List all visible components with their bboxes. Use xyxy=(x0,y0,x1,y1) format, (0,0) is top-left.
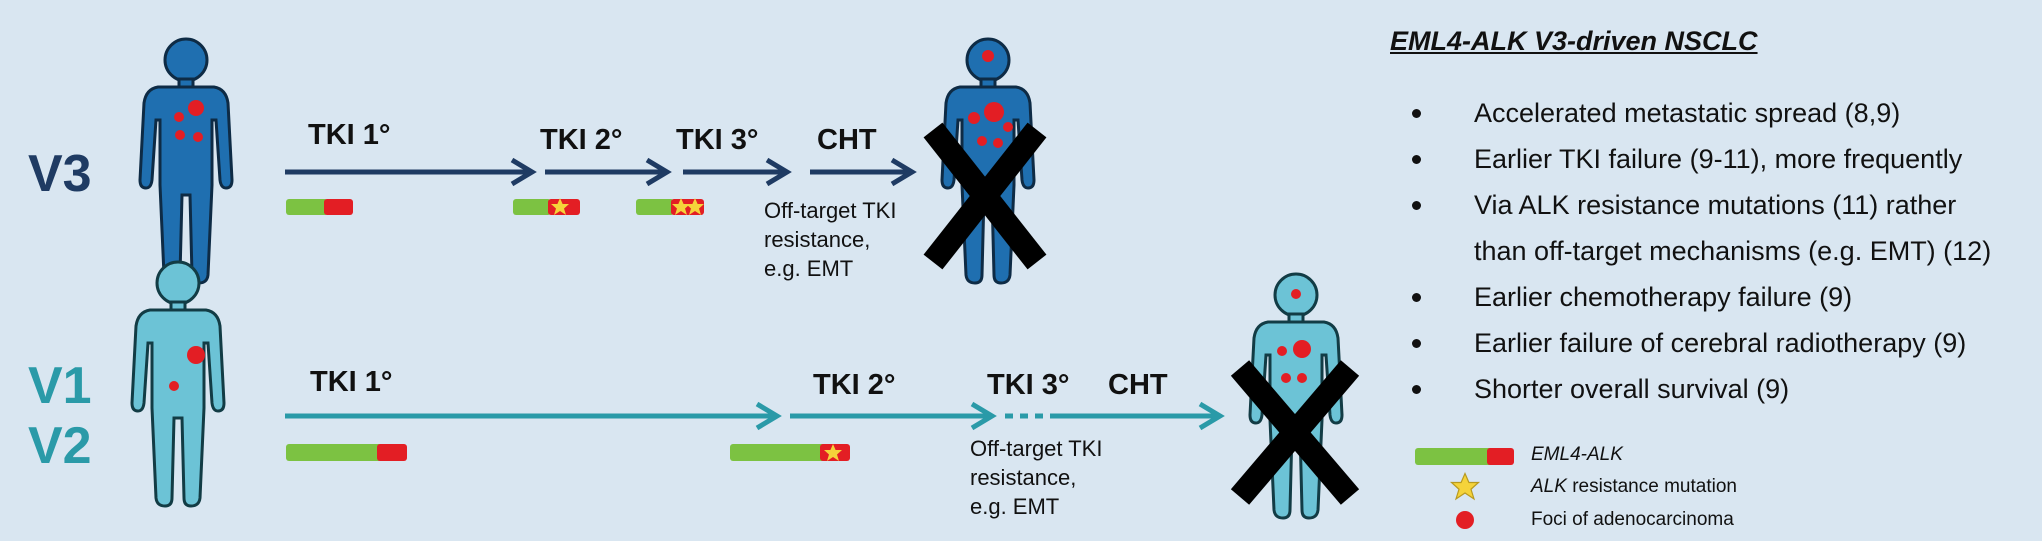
legend-mutation-label: ALK resistance mutation xyxy=(1531,476,1737,498)
finding-text: Earlier failure of cerebral radiotherapy… xyxy=(1474,328,1967,358)
label-v3-tki2: TKI 2° xyxy=(540,124,623,156)
person-v3-start xyxy=(138,37,234,285)
arrow-v3-cht xyxy=(810,157,917,187)
fusion-bar-v12-1 xyxy=(286,444,407,461)
death-cross-v12 xyxy=(1230,360,1360,505)
bullet-dot-icon xyxy=(1412,155,1421,164)
finding-text: than off-target mechanisms (e.g. EMT) (1… xyxy=(1474,236,1992,266)
finding-item: Earlier TKI failure (9-11), more frequen… xyxy=(1412,136,2042,182)
variant-label-v1: V1 xyxy=(28,357,92,415)
legend-foci-label: Foci of adenocarcinoma xyxy=(1531,509,1734,530)
arrow-v3-tki1 xyxy=(285,157,537,187)
label-v12-tki3: TKI 3° xyxy=(987,369,1070,401)
legend-fusion-label: EML4-ALK xyxy=(1531,444,1623,465)
person-v12-start xyxy=(130,260,226,508)
label-v3-tki1: TKI 1° xyxy=(308,119,391,151)
arrow-v12-tki2 xyxy=(790,401,997,431)
person-v12-end xyxy=(1248,272,1344,520)
note-v3-line3: e.g. EMT xyxy=(764,256,854,281)
label-v12-tki2: TKI 2° xyxy=(813,369,896,401)
findings-list: Accelerated metastatic spread (8,9) Earl… xyxy=(1412,90,2042,412)
finding-text: Shorter overall survival (9) xyxy=(1474,374,1790,404)
death-cross-v3 xyxy=(923,122,1047,270)
finding-item: Accelerated metastatic spread (8,9) xyxy=(1412,90,2042,136)
finding-item: Via ALK resistance mutations (11) rather xyxy=(1412,182,2042,228)
bullet-dot-icon xyxy=(1412,293,1421,302)
finding-text: Accelerated metastatic spread (8,9) xyxy=(1474,98,1901,128)
bullet-dot-icon xyxy=(1412,109,1421,118)
finding-item: Shorter overall survival (9) xyxy=(1412,366,2042,412)
note-v3-offtarget: Off-target TKI resistance, e.g. EMT xyxy=(764,196,896,283)
panel-title: EML4-ALK V3-driven NSCLC xyxy=(1390,26,1758,56)
label-v12-tki1: TKI 1° xyxy=(310,366,393,398)
label-v3-tki3: TKI 3° xyxy=(676,124,759,156)
finding-item: Earlier failure of cerebral radiotherapy… xyxy=(1412,320,2042,366)
finding-item: Earlier chemotherapy failure (9) xyxy=(1412,274,2042,320)
fusion-bar-v3-3 xyxy=(636,198,704,215)
note-v12-line3: e.g. EMT xyxy=(970,494,1060,519)
legend-fusion-bar xyxy=(1415,448,1514,465)
legend-mutation-gene: ALK xyxy=(1531,476,1567,497)
note-v12-line2: resistance, xyxy=(970,465,1077,490)
bullet-dot-icon xyxy=(1412,201,1421,210)
legend-foci-dot xyxy=(1456,511,1474,529)
fusion-bar-v12-2 xyxy=(730,444,850,461)
variant-label-v3: V3 xyxy=(28,145,92,203)
arrow-v12-cht xyxy=(1055,401,1225,431)
label-v3-cht: CHT xyxy=(817,124,877,156)
finding-text: Earlier chemotherapy failure (9) xyxy=(1474,282,1853,312)
legend-star-icon xyxy=(1450,472,1480,500)
variant-label-v2: V2 xyxy=(28,417,92,475)
fusion-bar-v3-1 xyxy=(286,199,353,215)
note-v12-line1: Off-target TKI xyxy=(970,436,1103,461)
bullet-dot-icon xyxy=(1412,385,1421,394)
note-v3-line2: resistance, xyxy=(764,227,871,252)
arrow-v3-tki3 xyxy=(683,157,792,187)
arrow-v3-tki2 xyxy=(545,157,672,187)
finding-text: Earlier TKI failure (9-11), more frequen… xyxy=(1474,144,1963,174)
finding-text: Via ALK resistance mutations (11) rather xyxy=(1474,190,1957,220)
legend-mutation-text: resistance mutation xyxy=(1566,476,1737,497)
label-v12-cht: CHT xyxy=(1108,369,1168,401)
arrow-v12-tki1 xyxy=(285,401,782,431)
bullet-dot-icon xyxy=(1412,339,1421,348)
person-v3-end xyxy=(940,37,1036,285)
fusion-bar-v3-2 xyxy=(513,198,580,215)
note-v3-line1: Off-target TKI xyxy=(764,198,897,223)
note-v12-offtarget: Off-target TKI resistance, e.g. EMT xyxy=(970,434,1102,521)
finding-item-continued: than off-target mechanisms (e.g. EMT) (1… xyxy=(1412,228,2042,274)
